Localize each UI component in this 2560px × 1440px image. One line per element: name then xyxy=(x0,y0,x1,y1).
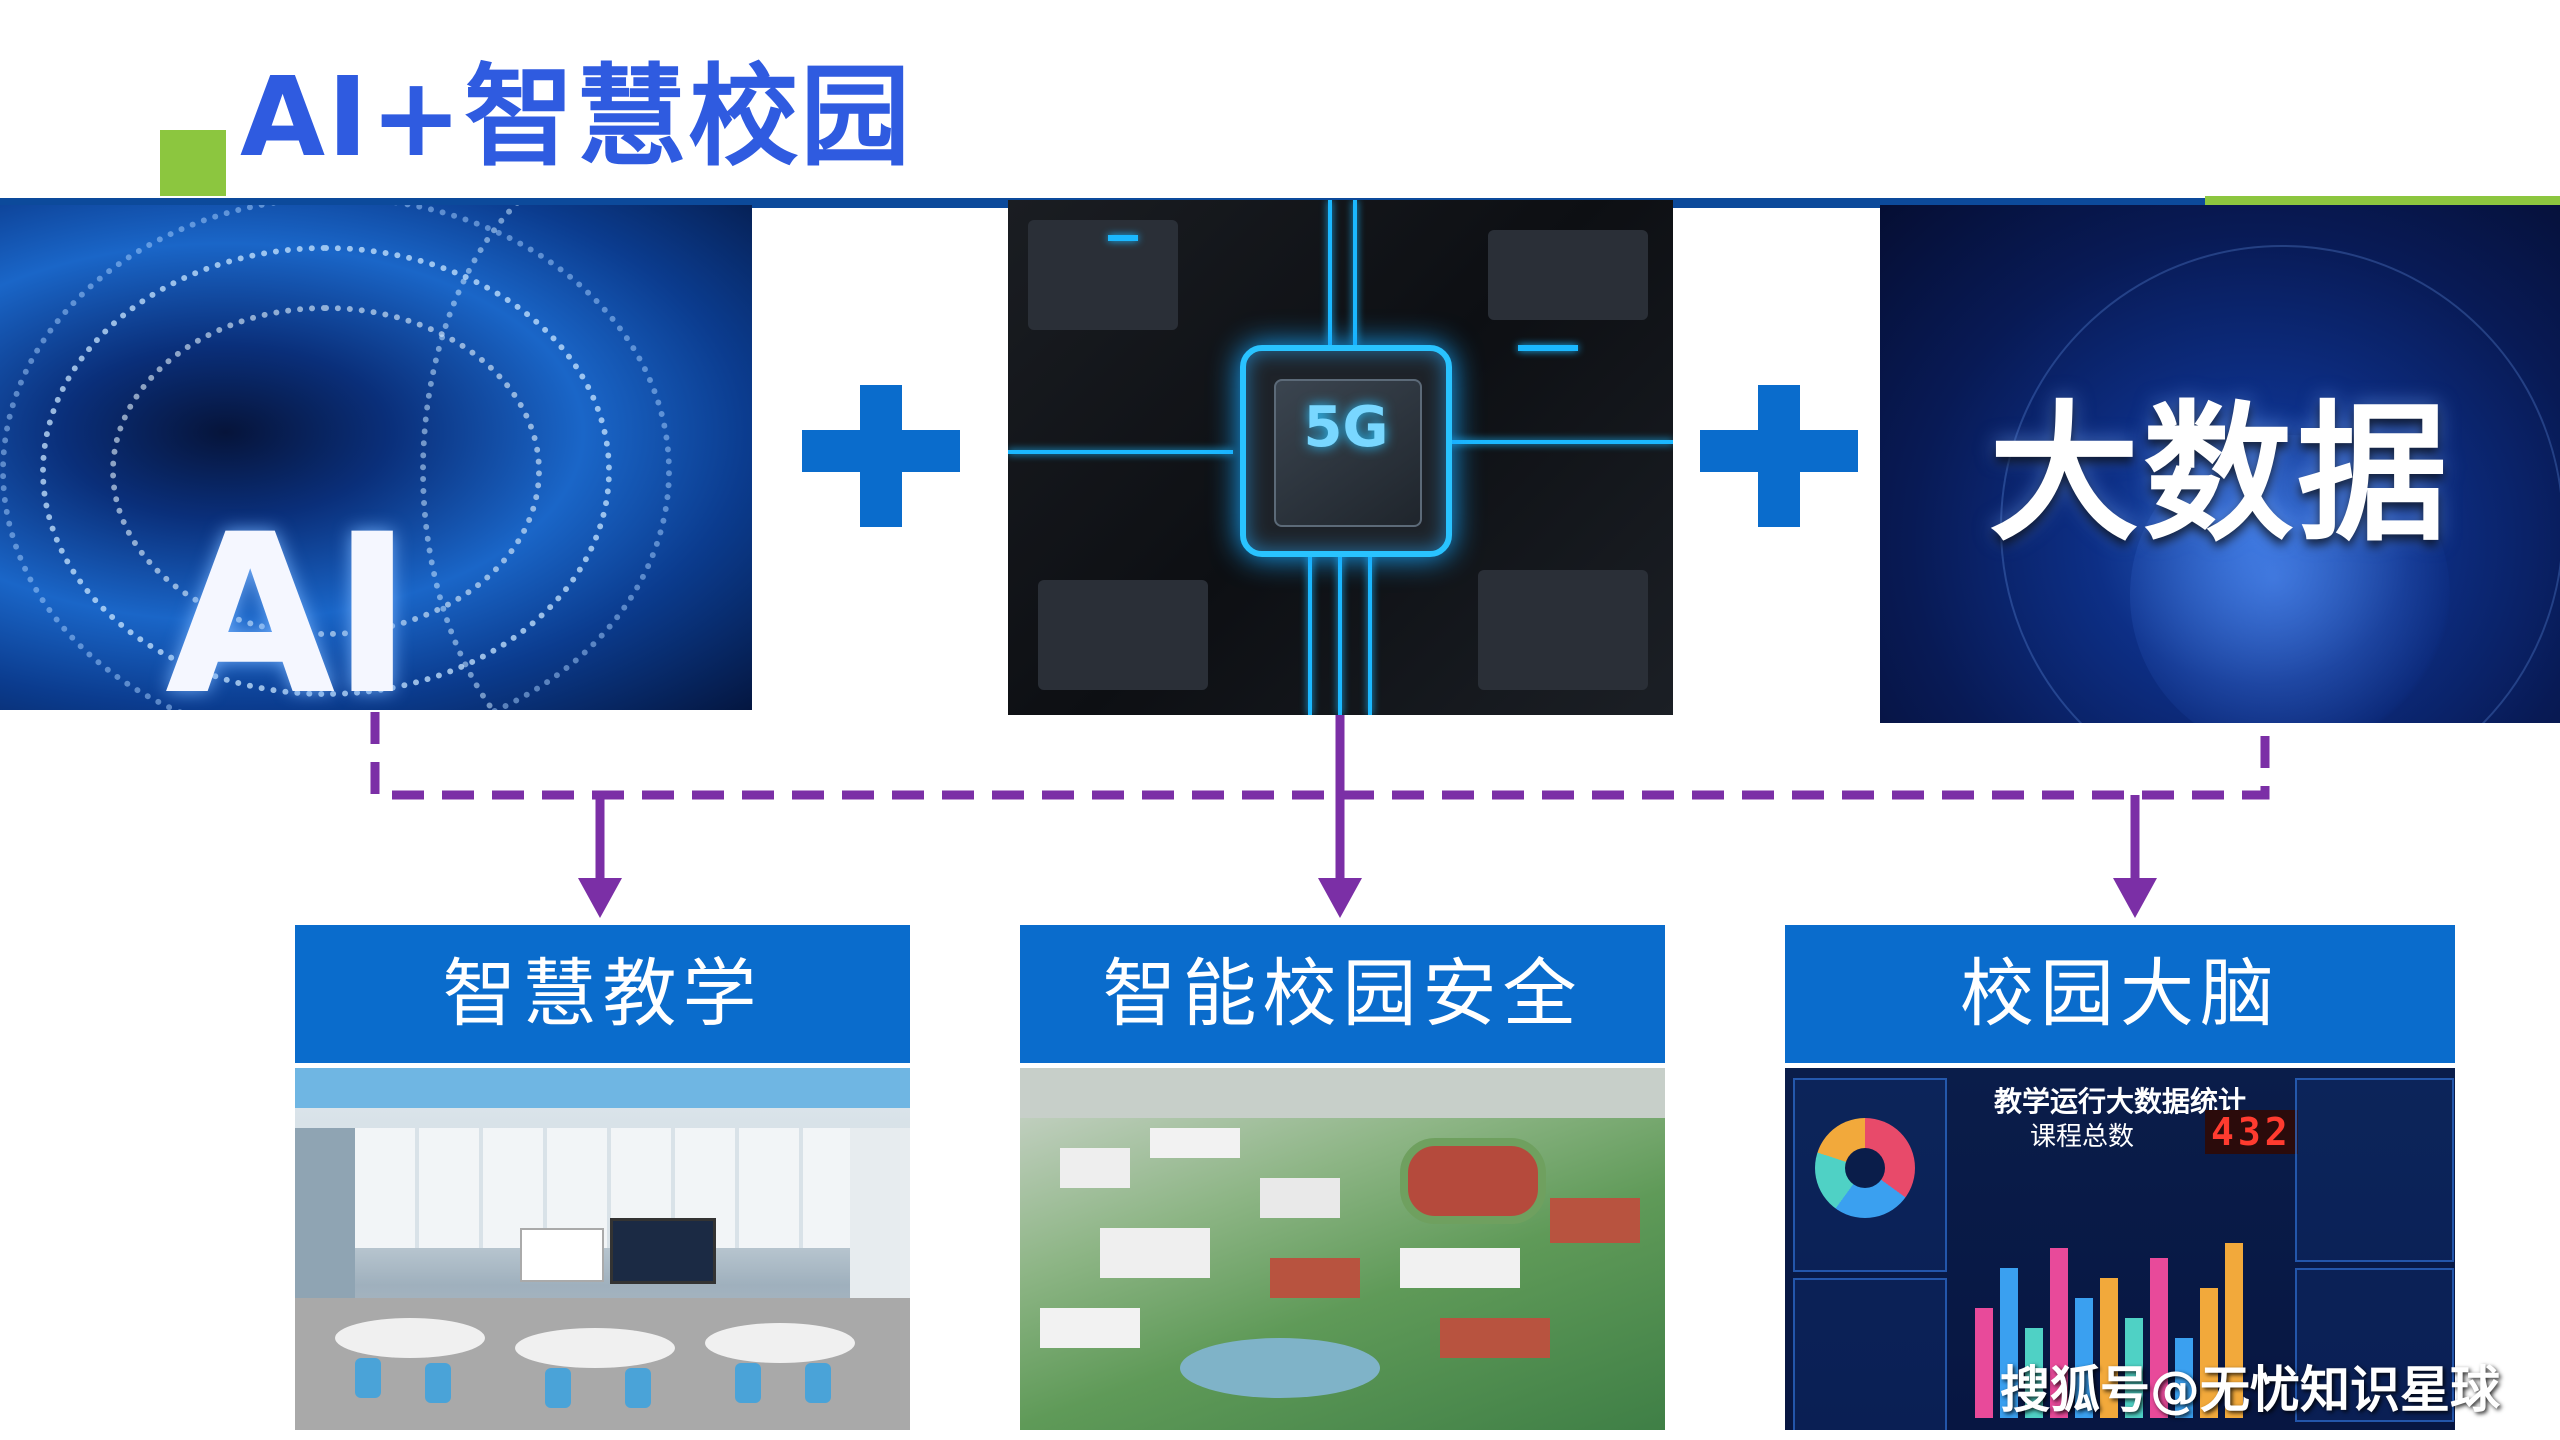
dashed-connector xyxy=(370,712,2270,800)
display-screen xyxy=(610,1218,716,1284)
chart-bar xyxy=(2100,1278,2118,1418)
big-data-label: 大数据 xyxy=(1988,388,2451,562)
model-edge xyxy=(1020,1068,1665,1118)
building xyxy=(1260,1178,1340,1218)
circuit-trace xyxy=(1368,550,1372,715)
ceiling-trim xyxy=(295,1068,910,1108)
chip-core xyxy=(1274,379,1422,527)
chair xyxy=(425,1363,451,1403)
wall-panel xyxy=(850,1128,910,1308)
title-accent-square xyxy=(160,130,226,196)
ceiling-panels xyxy=(355,1128,855,1248)
category-smart-teaching: 智慧教学 xyxy=(295,925,910,1063)
circuit-trace xyxy=(1108,235,1138,241)
5g-chip: 5G xyxy=(1240,345,1452,557)
plus-icon xyxy=(860,385,902,527)
arrow-down-icon xyxy=(578,878,622,918)
circuit-trace xyxy=(1448,440,1673,444)
campus-model-photo xyxy=(1020,1068,1665,1430)
course-total-value: 432 xyxy=(2205,1110,2298,1154)
big-data-tile-image: 大数据 xyxy=(1880,205,2560,723)
window xyxy=(295,1128,355,1308)
bar-chart-graphic xyxy=(1965,1208,2275,1418)
circuit-trace xyxy=(1008,450,1233,454)
circuit-trace xyxy=(1353,200,1357,345)
header-divider-accent xyxy=(2205,196,2560,206)
plus-icon xyxy=(1758,385,1800,527)
course-total-label: 课程总数 xyxy=(2030,1122,2135,1152)
pie-hole xyxy=(1845,1148,1885,1188)
ai-label: AI xyxy=(165,487,413,710)
chart-bar xyxy=(1975,1308,1993,1418)
circuit-trace xyxy=(1338,550,1342,715)
chart-bar xyxy=(2075,1298,2093,1418)
circuit-trace xyxy=(1518,345,1578,351)
chair xyxy=(355,1358,381,1398)
building xyxy=(1150,1128,1240,1158)
dashboard-panel-right-lower xyxy=(2295,1268,2454,1422)
building xyxy=(1270,1258,1360,1298)
building xyxy=(1040,1308,1140,1348)
watermark: 搜狐号@无忧知识星球 xyxy=(2000,1361,2500,1419)
circuit-trace xyxy=(1308,550,1312,715)
chart-bar xyxy=(2025,1328,2043,1418)
circuit-block xyxy=(1488,230,1648,320)
chair xyxy=(545,1368,571,1408)
chart-bar xyxy=(2000,1268,2018,1418)
chair xyxy=(625,1368,651,1408)
table xyxy=(515,1328,675,1368)
whiteboard xyxy=(520,1228,604,1282)
pie-chart-graphic xyxy=(1815,1118,1915,1218)
building xyxy=(1400,1248,1520,1288)
running-track xyxy=(1400,1138,1546,1224)
5g-chip-tile-image: 5G xyxy=(1008,200,1673,715)
ai-swirl-ring xyxy=(420,205,752,710)
classroom-photo xyxy=(295,1068,910,1430)
chair xyxy=(735,1363,761,1403)
arrow-down-icon xyxy=(2113,878,2157,918)
building xyxy=(1440,1318,1550,1358)
table xyxy=(705,1323,855,1363)
5g-label: 5G xyxy=(1303,395,1389,460)
dashboard-title: 教学运行大数据统计 xyxy=(1993,1085,2246,1118)
building xyxy=(1100,1228,1210,1278)
ai-tile-image: AI xyxy=(0,205,752,710)
data-dashboard-screenshot: 教学运行大数据统计 课程总数 432 xyxy=(1785,1068,2455,1430)
dashboard-panel-radar xyxy=(1793,1278,1947,1430)
chart-bar xyxy=(2150,1258,2168,1418)
circuit-block xyxy=(1478,570,1648,690)
globe-graphic xyxy=(2130,435,2450,723)
building xyxy=(1060,1148,1130,1188)
chart-bar xyxy=(2225,1243,2243,1418)
chair xyxy=(805,1363,831,1403)
dashboard-panel-right xyxy=(2295,1078,2454,1262)
category-campus-brain: 校园大脑 xyxy=(1785,925,2455,1063)
circuit-block xyxy=(1028,220,1178,330)
chart-bar xyxy=(2125,1318,2143,1418)
building xyxy=(1550,1198,1640,1243)
chart-bar xyxy=(2175,1338,2193,1418)
page-title: AI+智慧校园 xyxy=(240,53,913,181)
category-campus-security: 智能校园安全 xyxy=(1020,925,1665,1063)
arrow-down-icon xyxy=(1318,878,1362,918)
chart-bar xyxy=(2050,1248,2068,1418)
circuit-block xyxy=(1038,580,1208,690)
table xyxy=(335,1318,485,1358)
circuit-trace xyxy=(1328,200,1332,345)
pond xyxy=(1180,1338,1380,1398)
chart-bar xyxy=(2200,1288,2218,1418)
